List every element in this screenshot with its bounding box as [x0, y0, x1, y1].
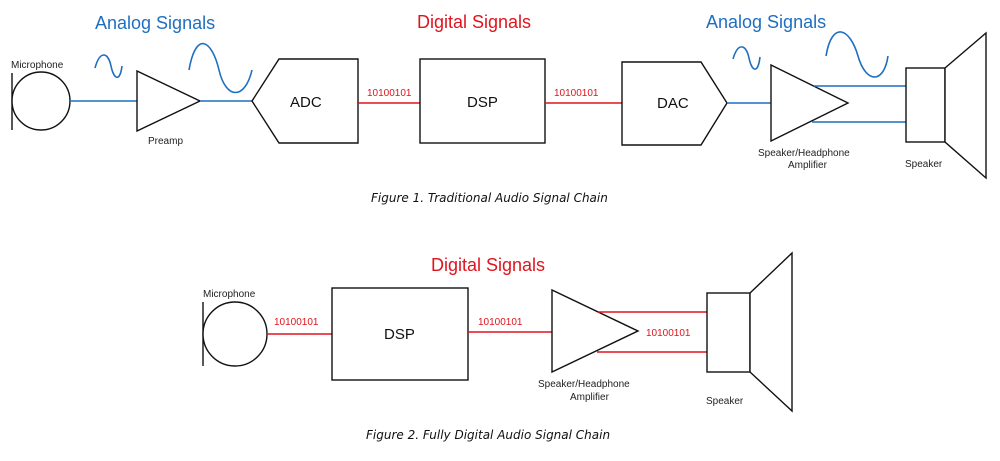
speaker-magnet: [905, 67, 946, 143]
digital-signals-header: Digital Signals: [417, 12, 531, 32]
digital-bits-label: 10100101: [646, 328, 691, 339]
adc-block: [251, 58, 359, 144]
small-sine-wave-icon: [94, 54, 123, 79]
analog-signals-header-left: Analog Signals: [95, 13, 215, 33]
digital-bits-label: 10100101: [478, 317, 523, 328]
microphone-label: Microphone: [203, 289, 256, 300]
speaker-label: Speaker: [706, 396, 744, 407]
microphone-icon: [202, 301, 268, 367]
figure-1-caption: Figure 1. Traditional Audio Signal Chain: [371, 191, 608, 205]
digital-bits-label: 10100101: [274, 317, 319, 328]
speaker-magnet: [706, 292, 751, 373]
digital-signals-header: Digital Signals: [431, 255, 545, 275]
figure-2-caption: Figure 2. Fully Digital Audio Signal Cha…: [366, 428, 610, 442]
large-sine-wave-icon: [188, 42, 253, 94]
speaker-cone-icon: [749, 251, 793, 413]
microphone-label: Microphone: [11, 60, 64, 71]
speaker-amplifier-icon: [551, 288, 640, 374]
small-sine-wave-icon: [732, 46, 761, 70]
speaker-label: Speaker: [905, 159, 943, 170]
figure-1: Analog Signals Digital Signals Analog Si…: [11, 12, 987, 205]
speaker-cone-icon: [944, 31, 987, 180]
figure-2: Digital Signals Microphone 10100101 DSP …: [202, 251, 793, 442]
dsp-block: [419, 58, 546, 144]
dsp-label: DSP: [467, 94, 498, 111]
amplifier-label-line2: Amplifier: [570, 392, 610, 403]
dac-block: [621, 61, 728, 146]
digital-bits-label: 10100101: [367, 88, 412, 99]
preamp-label: Preamp: [148, 136, 183, 147]
analog-signals-header-right: Analog Signals: [706, 12, 826, 32]
amplifier-label-line1: Speaker/Headphone: [758, 148, 850, 159]
amplifier-label-line2: Amplifier: [788, 160, 828, 171]
adc-label: ADC: [290, 94, 322, 111]
amplifier-label-line1: Speaker/Headphone: [538, 379, 630, 390]
preamp-amplifier-icon: [136, 69, 202, 133]
speaker-amplifier-icon: [770, 63, 850, 143]
dsp-label: DSP: [384, 326, 415, 343]
digital-bits-label: 10100101: [554, 88, 599, 99]
large-sine-wave-icon: [825, 31, 889, 78]
dac-label: DAC: [657, 95, 689, 112]
microphone-icon: [11, 71, 71, 131]
dsp-block: [331, 287, 469, 381]
